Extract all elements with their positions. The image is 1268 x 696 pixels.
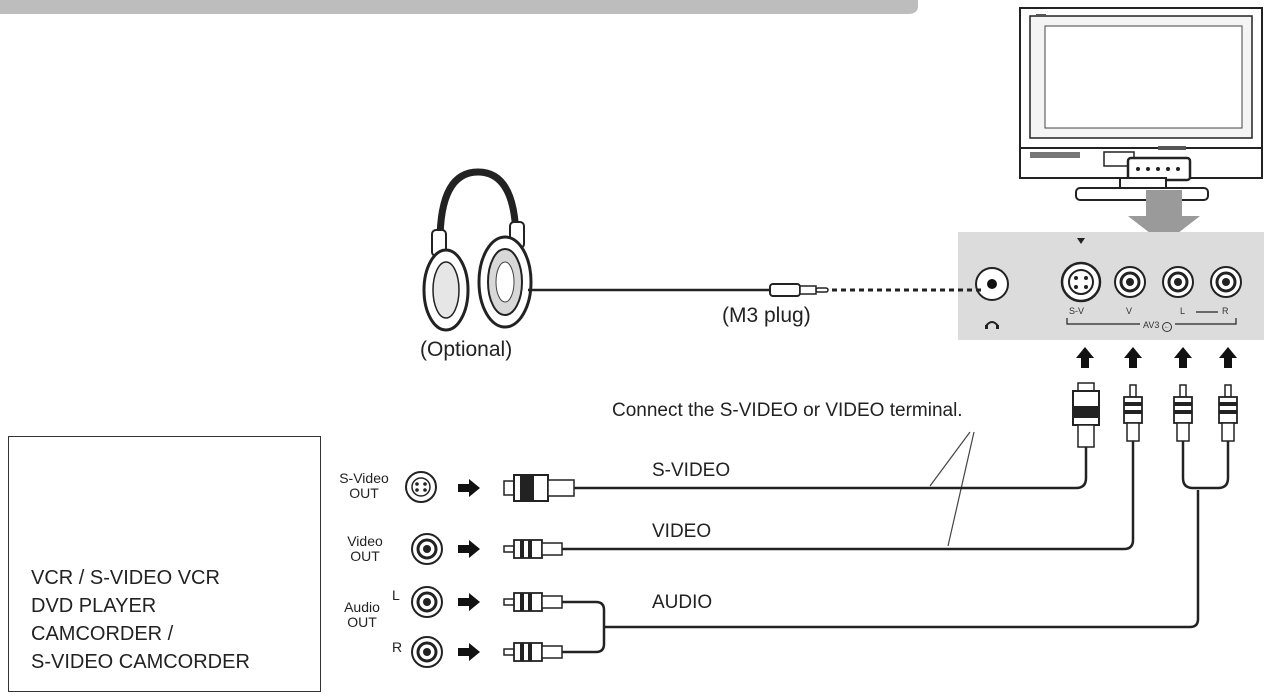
audio-r-label: R xyxy=(392,639,403,655)
video-plug-device xyxy=(503,539,563,559)
svideo-cable-label: S-VIDEO xyxy=(652,460,731,481)
video-out-line2: OUT xyxy=(350,548,380,564)
note-pointer-svideo xyxy=(929,431,971,487)
headphone-jack xyxy=(975,267,1009,329)
device-audio-l-jack xyxy=(410,585,444,619)
device-svideo-out-jack xyxy=(405,471,437,503)
m3-plug xyxy=(769,283,829,297)
source-device-box: VCR / S-VIDEO VCR DVD PLAYER CAMCORDER /… xyxy=(8,436,321,692)
svideo-cable xyxy=(574,447,1088,490)
arrow-right-audio-l xyxy=(458,593,480,611)
panel-video-label: V xyxy=(1126,306,1133,316)
audio-l-plug-tv xyxy=(1173,384,1193,442)
panel-group-label: AV3 ← xyxy=(1140,320,1175,332)
video-out-line1: Video xyxy=(347,533,383,549)
video-cable xyxy=(562,441,1135,551)
arrow-up-audio-r xyxy=(1219,347,1237,368)
svideo-plug-tv xyxy=(1072,382,1100,448)
audio-cable-label: AUDIO xyxy=(652,592,713,613)
arrow-up-video xyxy=(1124,347,1142,368)
panel-left-label: L xyxy=(1180,306,1186,316)
svideo-out-line1: S-Video xyxy=(339,470,389,486)
panel-right-label: R xyxy=(1222,306,1229,316)
input-arrow-icon: ← xyxy=(1161,322,1172,332)
panel-svideo-label: S-V xyxy=(1069,306,1085,316)
panel-audio-l-jack xyxy=(1161,265,1195,299)
video-out-label: Video OUT xyxy=(338,534,392,564)
audio-cable xyxy=(562,441,1230,654)
headphones-illustration xyxy=(422,168,533,332)
panel-video-jack xyxy=(1113,265,1147,299)
audio-out-line1: Audio xyxy=(344,599,380,615)
arrow-right-svideo xyxy=(458,479,480,497)
arrow-up-audio-l xyxy=(1174,347,1192,368)
m3-plug-label: (M3 plug) xyxy=(722,304,811,327)
av3-label: AV3 xyxy=(1143,320,1160,330)
device-line-1: VCR / S-VIDEO VCR xyxy=(31,567,220,589)
panel-audio-r-jack xyxy=(1209,265,1243,299)
video-cable-label: VIDEO xyxy=(652,521,712,542)
svideo-plug-device xyxy=(503,474,575,502)
audio-r-plug-device xyxy=(503,642,563,662)
audio-l-label: L xyxy=(392,587,400,603)
video-plug-tv xyxy=(1123,384,1143,442)
audio-l-plug-device xyxy=(503,592,563,612)
svideo-out-line2: OUT xyxy=(349,485,379,501)
arrow-up-svideo xyxy=(1076,347,1094,368)
section-header-bar xyxy=(0,0,918,14)
device-video-out-jack xyxy=(410,532,444,566)
audio-out-line2: OUT xyxy=(347,614,377,630)
arrow-right-audio-r xyxy=(458,643,480,661)
tv-illustration xyxy=(1019,7,1263,201)
device-line-2: DVD PLAYER xyxy=(31,595,157,617)
device-line-4: S-VIDEO CAMCORDER xyxy=(31,651,250,673)
audio-out-label: Audio OUT xyxy=(336,600,388,630)
arrow-right-video xyxy=(458,540,480,558)
device-audio-r-jack xyxy=(410,635,444,669)
panel-svideo-jack xyxy=(1060,238,1102,303)
zoom-arrow xyxy=(1128,190,1200,244)
terminal-note: Connect the S-VIDEO or VIDEO terminal. xyxy=(612,400,963,421)
device-line-3: CAMCORDER / xyxy=(31,623,174,645)
audio-r-plug-tv xyxy=(1218,384,1238,442)
svideo-out-label: S-Video OUT xyxy=(332,471,396,501)
headphones-caption: (Optional) xyxy=(420,338,513,361)
